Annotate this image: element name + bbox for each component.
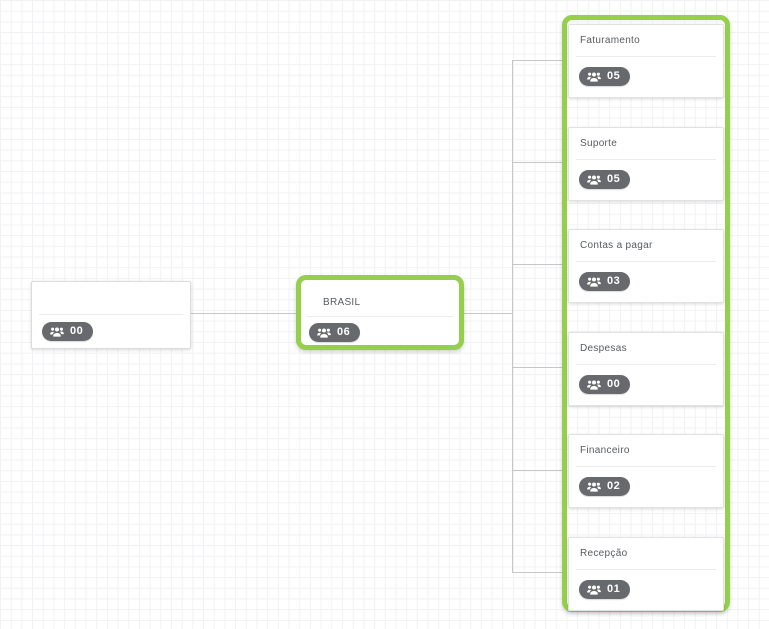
members-icon (587, 380, 601, 390)
node-label: Financeiro (580, 445, 630, 456)
node-separator (576, 568, 716, 570)
node-separator (306, 316, 454, 317)
members-icon (587, 585, 601, 595)
node-card-financeiro[interactable]: Financeiro 02 (568, 434, 724, 508)
selected-group-highlight: Faturamento 05 Suporte (562, 15, 730, 612)
connector-parent-to-trunk (464, 313, 512, 314)
node-card-faturamento[interactable]: Faturamento 05 (568, 24, 724, 98)
node-label: Suporte (580, 137, 618, 149)
members-icon (50, 327, 64, 337)
member-count: 05 (607, 172, 621, 185)
connector-trunk (512, 60, 513, 573)
node-card-recepcao[interactable]: Recepção 01 (568, 536, 724, 611)
node-separator (576, 56, 716, 57)
members-icon (317, 328, 331, 338)
node-card-despesas[interactable]: Despesas 00 (568, 331, 724, 406)
connector-stub-3 (513, 264, 563, 265)
node-label: Faturamento (580, 35, 640, 46)
node-card-contas-a-pagar[interactable]: Contas a pagar 03 (568, 229, 724, 303)
members-icon (587, 482, 601, 492)
member-count-pill[interactable]: 00 (579, 374, 631, 394)
connector-stub-2 (513, 162, 563, 163)
connector-stub-4 (513, 367, 563, 368)
node-card-brasil[interactable]: BRASIL 06 (296, 275, 464, 350)
member-count-pill[interactable]: 05 (579, 169, 631, 189)
node-label: BRASIL (323, 297, 361, 308)
member-count-pill[interactable]: 00 (42, 322, 94, 341)
member-count-pill[interactable]: 02 (579, 477, 631, 496)
member-count-pill[interactable]: 06 (309, 323, 361, 342)
connector-stub-1 (513, 60, 563, 61)
node-separator (576, 363, 716, 365)
node-card-suporte[interactable]: Suporte 05 (568, 126, 724, 201)
member-count-pill[interactable]: 03 (579, 272, 631, 291)
members-icon (587, 277, 601, 287)
connector-root-to-parent (191, 313, 296, 314)
node-separator (39, 314, 183, 315)
member-count-pill[interactable]: 01 (579, 579, 631, 599)
connector-stub-6 (513, 572, 563, 573)
node-label: Recepção (580, 547, 628, 559)
node-separator (576, 466, 716, 467)
member-count: 01 (607, 582, 621, 595)
node-card-root[interactable]: 00 (31, 281, 191, 349)
node-separator (576, 261, 716, 262)
member-count: 05 (607, 70, 621, 82)
member-count: 02 (607, 480, 621, 492)
member-count: 00 (607, 377, 621, 390)
node-separator (576, 158, 716, 160)
members-icon (587, 72, 601, 82)
member-count: 03 (607, 275, 621, 287)
node-label: Despesas (580, 342, 627, 354)
member-count: 00 (70, 325, 84, 337)
member-count-pill[interactable]: 05 (579, 67, 631, 86)
connector-stub-5 (513, 470, 563, 471)
node-label: Contas a pagar (580, 240, 653, 251)
member-count: 06 (337, 326, 351, 338)
members-icon (587, 175, 601, 185)
